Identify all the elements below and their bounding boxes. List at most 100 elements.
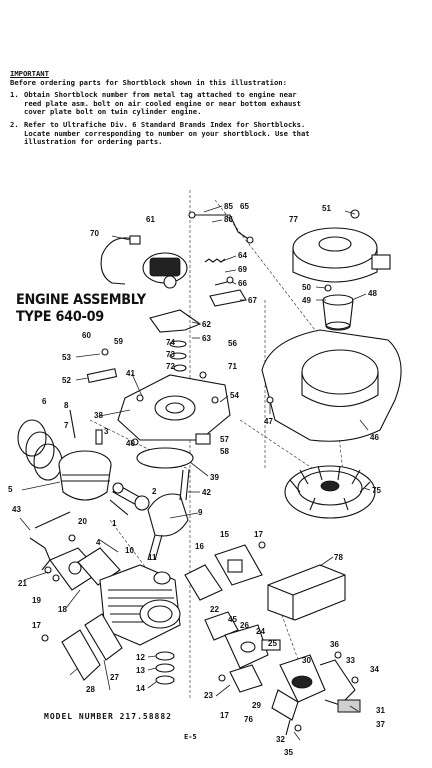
callout-label: 39 [210,473,219,482]
bolt-part [109,499,129,516]
bracket-part [209,289,247,307]
seal-parts [169,340,187,372]
pin-part [34,511,71,529]
connecting-rod-part [112,482,150,511]
callout-label: 27 [110,673,119,682]
screw-part [131,438,139,446]
note-item-2: 2. Refer to Ultrafiche Div. 6 Standard B… [10,120,310,147]
notes-intro: Before ordering parts for Shortblock sho… [10,77,287,87]
callout-label: 73 [166,350,175,359]
crankcase-part [117,374,231,441]
callout-label: 57 [220,435,229,444]
callout-label: 50 [302,283,311,292]
piston-part [58,450,112,501]
flywheel-part [284,465,376,519]
piston-ring-parts [17,409,103,481]
callout-label: 19 [32,596,41,605]
callout-label: 61 [146,215,155,224]
ignition-wire-part [100,237,138,285]
callout-label: 29 [252,701,261,710]
callout-label: 54 [230,391,239,400]
callout-label: 14 [136,684,145,693]
callout-label: 20 [78,517,87,526]
callout-label: 18 [58,605,67,614]
callout-label: 34 [370,665,379,674]
callout-label: 74 [166,338,175,347]
magneto-coil-part [142,252,188,289]
wire-terminal-part [129,235,141,245]
bracket-part [195,433,211,445]
callout-label: 21 [18,579,27,588]
cylinder-part [99,564,181,646]
callout-label: 5 [8,485,13,494]
callout-label: 36 [330,640,339,649]
callout-label: 16 [195,542,204,551]
screw-part [101,348,109,356]
callout-label: 58 [220,447,229,456]
note-number: 1. [10,90,19,100]
callout-label: 51 [322,204,331,213]
gasket-kit-box-part [267,564,346,621]
callout-label: 45 [228,615,237,624]
starter-cup-part [322,284,354,331]
callout-label: 40 [126,439,135,448]
callout-label: 71 [228,362,237,371]
crankshaft-part [147,469,190,561]
callout-label: 70 [90,229,99,238]
callout-label: 22 [210,605,219,614]
callout-label: 85 [224,202,233,211]
callout-label: 75 [372,486,381,495]
callout-label: 56 [228,339,237,348]
callout-label: 10 [125,546,134,555]
callout-label: 3 [104,427,109,436]
callout-label: 2 [152,487,157,496]
callout-label: 37 [376,720,385,729]
callout-label: 25 [268,639,277,648]
callout-label: 28 [86,685,95,694]
callout-label: 48 [368,289,377,298]
callout-label: 72 [166,362,175,371]
callout-label: 24 [256,627,265,636]
callout-label: 13 [136,666,145,675]
plate-part [136,447,194,469]
callout-label: 7 [64,421,69,430]
title-line-2: TYPE 640-09 [16,309,104,325]
callout-label: 41 [126,369,135,378]
callout-label: 67 [248,296,257,305]
callout-label: 59 [114,337,123,346]
callout-label: 4 [96,538,101,547]
title-line-1: ENGINE ASSEMBLY [16,292,146,308]
callout-label: 52 [62,376,71,385]
callout-label: 46 [370,433,379,442]
diagram-title: ENGINE ASSEMBLY TYPE 640-09 [16,292,146,326]
cover-plate-part [49,547,121,591]
callout-label: 69 [238,265,247,274]
callout-leaders [19,205,371,741]
screw-part [41,634,49,642]
callout-label: 77 [289,215,298,224]
lever-part [149,309,202,333]
callout-label: 76 [244,715,253,724]
callout-label: 11 [148,553,157,562]
carburetor-body-part [271,651,361,736]
callout-label: 63 [202,334,211,343]
callout-label: 86 [224,215,233,224]
callout-labels: 85 86 65 61 70 77 51 64 69 66 50 49 48 6… [8,202,385,757]
callout-label: 38 [94,411,103,420]
callout-label: 17 [254,530,263,539]
carburetor-part [204,611,281,693]
callout-label: 60 [82,331,91,340]
note-item-1: 1. Obtain Shortblock number from metal t… [10,90,310,117]
ordering-notes: IMPORTANT Before ordering parts for Shor… [10,69,310,147]
callout-label: 30 [302,656,311,665]
seal-parts [155,651,175,685]
callout-label: 53 [62,353,71,362]
note-text: Obtain Shortblock number from metal tag … [24,90,301,117]
callout-label: 31 [376,706,385,715]
exhaust-plate-part [61,613,123,681]
governor-link-part [188,211,254,244]
callout-label: 78 [334,553,343,562]
callout-label: 42 [202,488,211,497]
bolt-parts [29,534,76,582]
